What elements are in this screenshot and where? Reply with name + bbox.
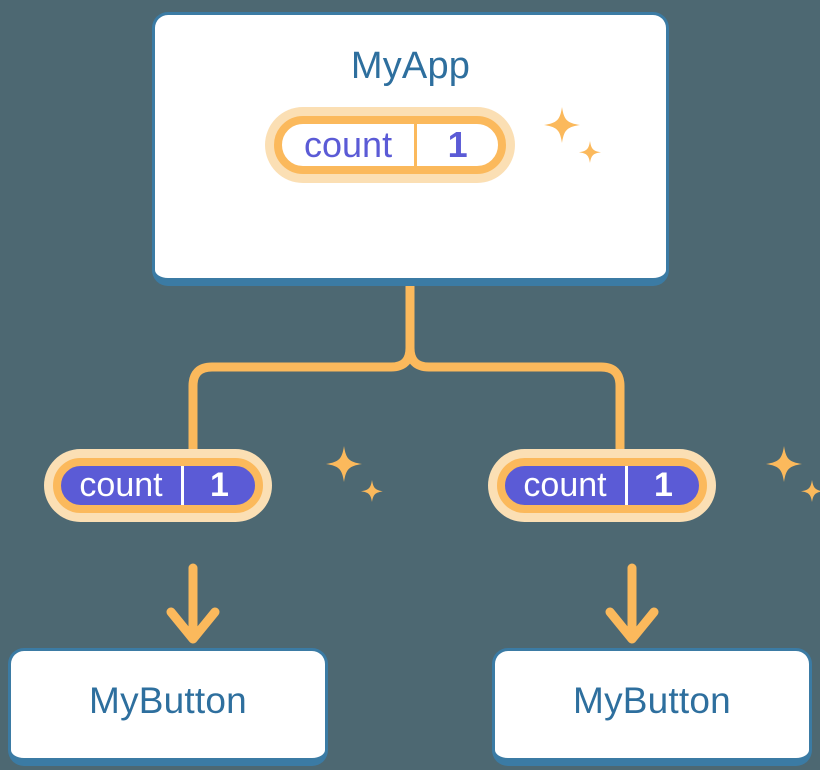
connector-branch-left <box>188 281 415 465</box>
component-card-mybutton-right[interactable]: MyButton <box>492 648 812 766</box>
sparkle-small-icon <box>801 480 820 502</box>
component-title-mybutton: MyButton <box>573 680 731 721</box>
arrow-left <box>166 563 220 644</box>
state-pill-key: count <box>304 124 393 165</box>
state-pill-branch-right[interactable]: count 1 <box>488 449 716 522</box>
state-pill-myapp[interactable]: count 1 <box>265 107 516 183</box>
state-pill-value: 1 <box>414 124 498 166</box>
sparkle-icon <box>766 446 820 502</box>
state-pill-value: 1 <box>625 466 699 505</box>
state-pill-key: count <box>523 466 607 504</box>
state-pill-inner: count 1 <box>274 116 507 174</box>
component-card-mybutton-left[interactable]: MyButton <box>8 648 328 766</box>
state-pill-inner: count 1 <box>53 458 263 513</box>
state-pill-inner: count 1 <box>497 458 707 513</box>
state-pill-key: count <box>79 466 163 504</box>
state-pill-value: 1 <box>181 466 255 505</box>
sparkle-icon <box>326 446 383 502</box>
component-title-mybutton: MyButton <box>89 680 247 721</box>
state-pill-body: count 1 <box>44 449 272 522</box>
state-pill-body: count 1 <box>265 107 516 183</box>
component-title-myapp: MyApp <box>350 45 471 87</box>
sparkle-large-icon <box>766 446 802 482</box>
state-pill-branch-left[interactable]: count 1 <box>44 449 272 522</box>
state-pill-body: count 1 <box>488 449 716 522</box>
arrow-right <box>605 563 659 644</box>
sparkle-large-icon <box>326 446 362 482</box>
sparkle-small-icon <box>361 480 383 502</box>
connector-branch-right <box>405 281 625 465</box>
